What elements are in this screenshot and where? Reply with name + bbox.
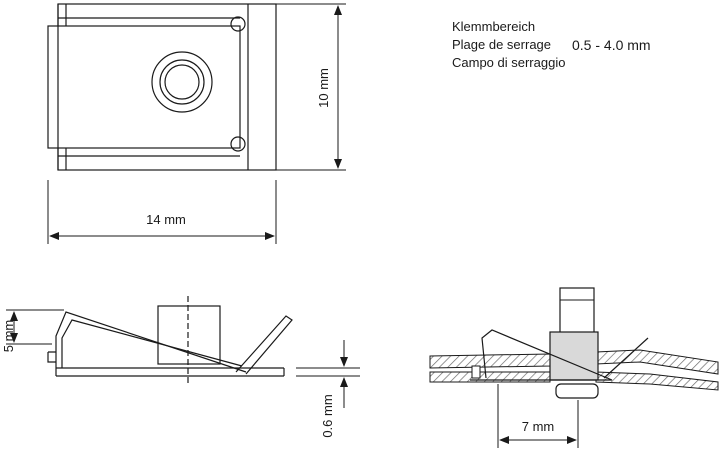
upper-panel-left <box>429 353 551 369</box>
clamping-label-it: Campo di serraggio <box>452 55 565 70</box>
clamping-label-fr: Plage de serrage <box>452 37 551 52</box>
rivet-top <box>230 16 246 32</box>
plate-outline <box>57 3 277 171</box>
nut-body <box>549 331 599 381</box>
height-dimension <box>276 3 346 171</box>
nut-thread <box>164 64 200 100</box>
spring-arm-outer <box>55 311 247 376</box>
nut-block <box>157 305 221 365</box>
nut-outer-ring <box>151 51 213 113</box>
spacing-dimension <box>497 384 579 448</box>
spacing-label: 7 mm <box>522 419 555 434</box>
clamping-label-de: Klemmbereich <box>452 19 535 34</box>
lower-panel-right <box>595 371 719 391</box>
clamping-value: 0.5 - 4.0 mm <box>572 37 651 53</box>
spring-arm-inner <box>61 319 243 368</box>
clip-height-dimension <box>6 309 64 345</box>
height-label: 10 mm <box>316 68 331 108</box>
thickness-label: 0.6 mm <box>320 394 335 437</box>
rising-tab <box>235 315 293 375</box>
width-dimension <box>47 180 277 244</box>
thickness-dimension <box>296 340 360 408</box>
nut-inner-ring <box>159 59 205 105</box>
top-view <box>47 3 277 171</box>
side-view <box>47 296 293 384</box>
inner-plate <box>47 25 241 149</box>
installed-view <box>429 287 719 399</box>
clip-height-label: 5 mm <box>1 320 16 353</box>
clamping-range-block: Klemmbereich Plage de serrage Campo di s… <box>452 19 651 70</box>
installed-clip <box>470 329 613 381</box>
installed-clip-tab <box>603 337 649 379</box>
rivet-bottom <box>230 136 246 152</box>
width-label: 14 mm <box>146 212 186 227</box>
installed-hook <box>471 365 481 379</box>
screw-head <box>555 383 599 399</box>
screw-shank <box>559 287 595 335</box>
upper-panel-right <box>595 349 719 375</box>
hook <box>47 351 56 363</box>
